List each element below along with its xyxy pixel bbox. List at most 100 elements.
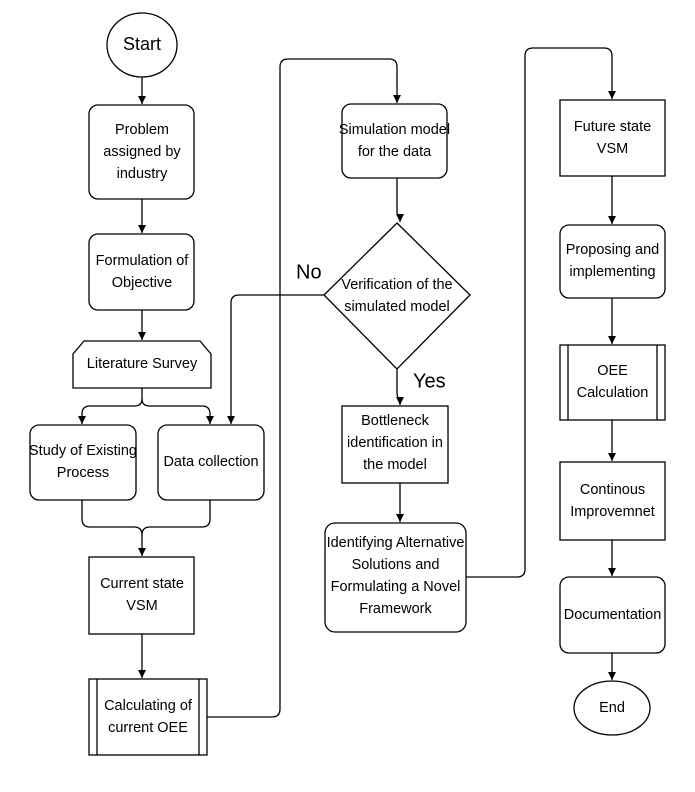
label-line: Calculating of xyxy=(104,698,193,714)
edge-label-yes: Yes xyxy=(413,370,446,392)
label-line: Study of Existing xyxy=(29,443,137,459)
literature-node-label: Literature Survey xyxy=(87,356,198,372)
label-line: for the data xyxy=(358,144,432,160)
edge-existing-to-currentvsm xyxy=(81,500,146,556)
label-line: Calculation xyxy=(577,385,649,401)
label-line: Formulating a Novel xyxy=(331,579,461,595)
alternatives-process-shape xyxy=(324,522,467,633)
bottleneck-node-label: Bottleneck identification in the model xyxy=(347,413,443,473)
edge-verification-yes-to-bottleneck xyxy=(396,369,404,405)
start-terminator-shape xyxy=(106,12,178,78)
oee-node-label: OEE Calculation xyxy=(577,363,649,401)
simmodel-node-label: Simulation model for the data xyxy=(339,122,450,160)
proposing-node-label: Proposing and implementing xyxy=(566,242,660,280)
documentation-node-label: Documentation xyxy=(564,607,662,623)
end-terminator-shape xyxy=(573,680,651,736)
start-node-label: Start xyxy=(123,34,161,54)
bottleneck-node: Bottleneck identification in the model xyxy=(341,405,449,484)
label-line: Verification of the xyxy=(341,277,452,293)
label-line: Literature Survey xyxy=(87,356,198,372)
edge-verification-no-to-datacollection xyxy=(227,294,324,424)
simmodel-node: Simulation model for the data xyxy=(339,103,450,179)
label-line: Process xyxy=(57,465,109,481)
edge-currentoee-to-simmodel xyxy=(207,58,401,718)
bottleneck-process-shape xyxy=(341,405,449,484)
problem-process-shape xyxy=(88,104,195,200)
edge-datacollection-merge xyxy=(141,500,211,536)
label-line: VSM xyxy=(597,141,628,157)
literature-node: Literature Survey xyxy=(72,340,212,389)
label-line: Documentation xyxy=(564,607,662,623)
label-line: End xyxy=(599,700,625,716)
label-line: implementing xyxy=(569,264,655,280)
label-line: Solutions and xyxy=(352,557,440,573)
label-line: Continous xyxy=(580,482,645,498)
label-line: identification in xyxy=(347,435,443,451)
label-line: Simulation model xyxy=(339,122,450,138)
simmodel-process-shape xyxy=(341,103,448,179)
label-line: industry xyxy=(117,166,169,182)
label-line: Formulation of xyxy=(96,253,190,269)
problem-node: Problem assigned by industry xyxy=(88,104,195,200)
datacollection-node: Data collection xyxy=(157,424,265,501)
label-line: current OEE xyxy=(108,720,188,736)
label-line: Data collection xyxy=(163,454,258,470)
documentation-node: Documentation xyxy=(559,576,666,654)
existing-process-shape xyxy=(29,424,137,501)
currentoee-node: Calculating of current OEE xyxy=(88,678,208,756)
end-node-label: End xyxy=(599,700,625,716)
oee-subprocess-shape xyxy=(559,344,666,421)
currentoee-node-label: Calculating of current OEE xyxy=(104,698,193,736)
label-line: Framework xyxy=(359,601,432,617)
verification-node-label: Verification of the simulated model xyxy=(341,277,452,315)
datacollection-node-label: Data collection xyxy=(163,454,258,470)
label-line: Improvemnet xyxy=(570,504,655,520)
edge-simmodel-to-verification xyxy=(396,178,404,222)
label-line: Objective xyxy=(112,275,172,291)
oee-node: OEE Calculation xyxy=(559,344,666,421)
objective-node: Formulation of Objective xyxy=(88,233,195,311)
continuous-process-shape xyxy=(559,461,666,541)
proposing-node: Proposing and implementing xyxy=(559,224,666,299)
label-line: assigned by xyxy=(103,144,181,160)
label-line: the model xyxy=(363,457,427,473)
literature-preparation-shape xyxy=(72,340,212,389)
label-line: Identifying Alternative xyxy=(327,535,465,551)
start-node: Start xyxy=(106,12,178,78)
edge-literature-to-existing xyxy=(78,388,143,424)
label-line: VSM xyxy=(126,598,157,614)
label-line: simulated model xyxy=(344,299,450,315)
label-line: Current state xyxy=(100,576,184,592)
label-line: Bottleneck xyxy=(361,413,429,429)
label-line: OEE xyxy=(597,363,628,379)
currentvsm-process-shape xyxy=(88,556,195,635)
objective-process-shape xyxy=(88,233,195,311)
label-line: Proposing and xyxy=(566,242,660,258)
label-line: Start xyxy=(123,34,161,54)
verification-decision-shape xyxy=(323,222,471,370)
edge-label-no: No xyxy=(296,261,322,283)
label-line: Problem xyxy=(115,122,169,138)
verification-node: Verification of the simulated model xyxy=(323,222,471,370)
proposing-process-shape xyxy=(559,224,666,299)
objective-node-label: Formulation of Objective xyxy=(96,253,190,291)
edge-alternatives-to-futurevsm xyxy=(466,47,616,578)
problem-node-label: Problem assigned by industry xyxy=(103,122,181,182)
flow-edges xyxy=(78,47,616,718)
label-line: Future state xyxy=(574,119,651,135)
documentation-process-shape xyxy=(559,576,666,654)
futurevsm-process-shape xyxy=(559,99,666,177)
datacollection-process-shape xyxy=(157,424,265,501)
currentoee-subprocess-shape xyxy=(88,678,208,756)
